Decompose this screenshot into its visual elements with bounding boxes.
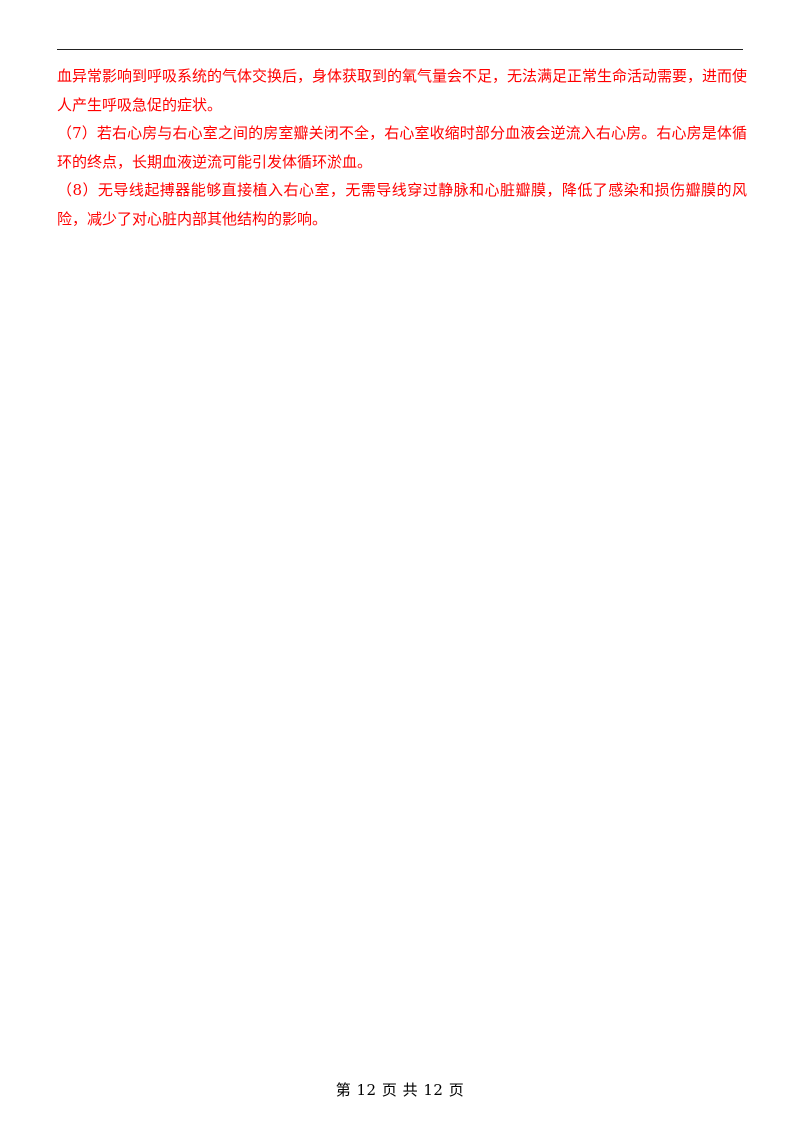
paragraph-item-7: （7）若右心房与右心室之间的房室瓣关闭不全，右心室收缩时部分血液会逆流入右心房。… [57,124,747,171]
page-number: 第 12 页 共 12 页 [335,1081,465,1099]
answer-text: 血异常影响到呼吸系统的气体交换后，身体获取到的氧气量会不足，无法满足正常生命活动… [57,62,747,233]
header-rule [57,49,743,50]
paragraph-continuation: 血异常影响到呼吸系统的气体交换后，身体获取到的氧气量会不足，无法满足正常生命活动… [57,67,748,114]
paragraph-item-8: （8）无导线起搏器能够直接植入右心室，无需导线穿过静脉和心脏瓣膜，降低了感染和损… [57,181,747,228]
